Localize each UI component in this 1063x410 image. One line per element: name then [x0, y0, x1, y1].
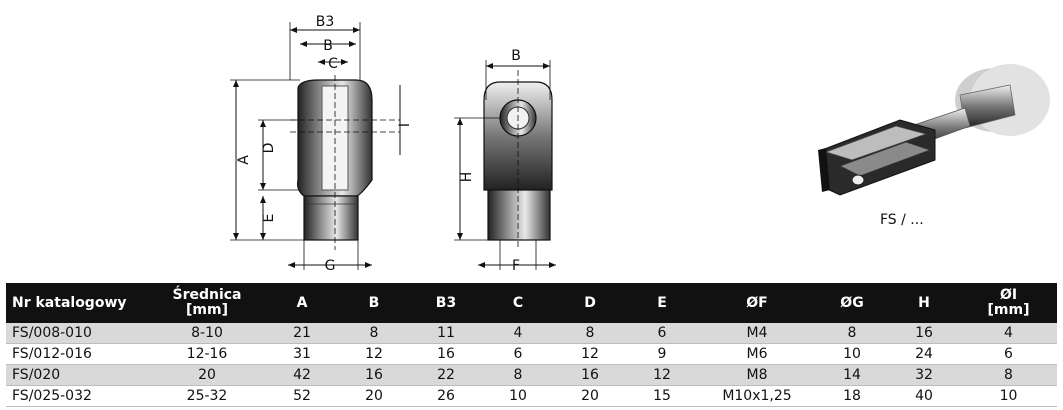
label-b: B [323, 38, 333, 54]
table-cell: FS/025-032 [6, 385, 148, 407]
table-cell: FS/008-010 [6, 323, 148, 344]
label-b3: B3 [316, 14, 335, 30]
table-cell: FS/020 [6, 364, 148, 386]
table-cell: 12 [338, 343, 410, 365]
front-view [454, 60, 556, 270]
header-cell: H [888, 283, 960, 323]
table-cell: 21 [266, 323, 338, 344]
table-cell: 24 [888, 343, 960, 365]
table-cell: 8 [816, 323, 888, 344]
table-cell: 16 [554, 364, 626, 386]
table-cell: 8 [482, 364, 554, 386]
table-cell: 15 [626, 385, 698, 407]
header-cell: B3 [410, 283, 482, 323]
table-cell: 26 [410, 385, 482, 407]
table-cell: 14 [816, 364, 888, 386]
table-cell: 8-10 [148, 323, 266, 344]
header-cell: ØG [816, 283, 888, 323]
table-row: FS/008-010 8-10 21 8 11 4 8 6 M4 8 16 4 [6, 323, 1057, 344]
table-cell: 12 [626, 364, 698, 386]
label-a: A [236, 155, 252, 165]
table-cell: 4 [960, 323, 1057, 344]
side-view [230, 22, 401, 270]
table-row: FS/025-032 25-32 52 20 26 10 20 15 M10x1… [6, 385, 1057, 407]
table-cell: 10 [482, 385, 554, 407]
table-row: FS/012-016 12-16 31 12 16 6 12 9 M6 10 2… [6, 343, 1057, 365]
label-g: G [325, 258, 336, 274]
table-cell: 6 [482, 343, 554, 365]
table-cell: 6 [626, 323, 698, 344]
table-cell: M8 [698, 364, 816, 386]
table-cell: M10x1,25 [698, 385, 816, 407]
table-cell: M6 [698, 343, 816, 365]
label-f: F [512, 258, 520, 274]
table-cell: 10 [816, 343, 888, 365]
table-cell: 32 [888, 364, 960, 386]
table-header-row: Nr katalogowy Średnica [mm] A B B3 C D E… [6, 283, 1057, 323]
table-cell: FS/012-016 [6, 343, 148, 365]
spec-table: Nr katalogowy Średnica [mm] A B B3 C D E… [6, 283, 1057, 407]
table-cell: 12-16 [148, 343, 266, 365]
table-cell: 8 [960, 364, 1057, 386]
table-cell: 16 [888, 323, 960, 344]
table-cell: M4 [698, 323, 816, 344]
header-cell: ØI [mm] [960, 283, 1057, 323]
table-cell: 25-32 [148, 385, 266, 407]
label-e: E [261, 214, 277, 223]
label-c: C [328, 56, 338, 72]
header-cell: ØF [698, 283, 816, 323]
table-cell: 12 [554, 343, 626, 365]
technical-drawing: B3 B C A D E G I B H F [230, 14, 1050, 274]
table-cell: 22 [410, 364, 482, 386]
header-cell: Średnica [mm] [148, 283, 266, 323]
table-cell: 6 [960, 343, 1057, 365]
table-cell: 8 [338, 323, 410, 344]
header-cell: E [626, 283, 698, 323]
header-cell: B [338, 283, 410, 323]
table-cell: 9 [626, 343, 698, 365]
table-cell: 20 [148, 364, 266, 386]
table-cell: 10 [960, 385, 1057, 407]
table-cell: 18 [816, 385, 888, 407]
label-d: D [261, 143, 277, 154]
table-cell: 40 [888, 385, 960, 407]
table-cell: 20 [338, 385, 410, 407]
label-h: H [459, 172, 475, 183]
label-i: I [397, 123, 413, 127]
table-cell: 16 [338, 364, 410, 386]
table-cell: 52 [266, 385, 338, 407]
table-cell: 42 [266, 364, 338, 386]
product-photo [818, 64, 1050, 196]
header-cell: C [482, 283, 554, 323]
header-cell: A [266, 283, 338, 323]
table-cell: 8 [554, 323, 626, 344]
table-cell: 20 [554, 385, 626, 407]
table-cell: 16 [410, 343, 482, 365]
header-cell: D [554, 283, 626, 323]
table-cell: 11 [410, 323, 482, 344]
product-caption: FS / ... [880, 212, 924, 228]
table-cell: 31 [266, 343, 338, 365]
header-cell: Nr katalogowy [6, 283, 148, 323]
table-row: FS/020 20 42 16 22 8 16 12 M8 14 32 8 [6, 364, 1057, 386]
table-cell: 4 [482, 323, 554, 344]
label-b-front: B [511, 48, 521, 64]
